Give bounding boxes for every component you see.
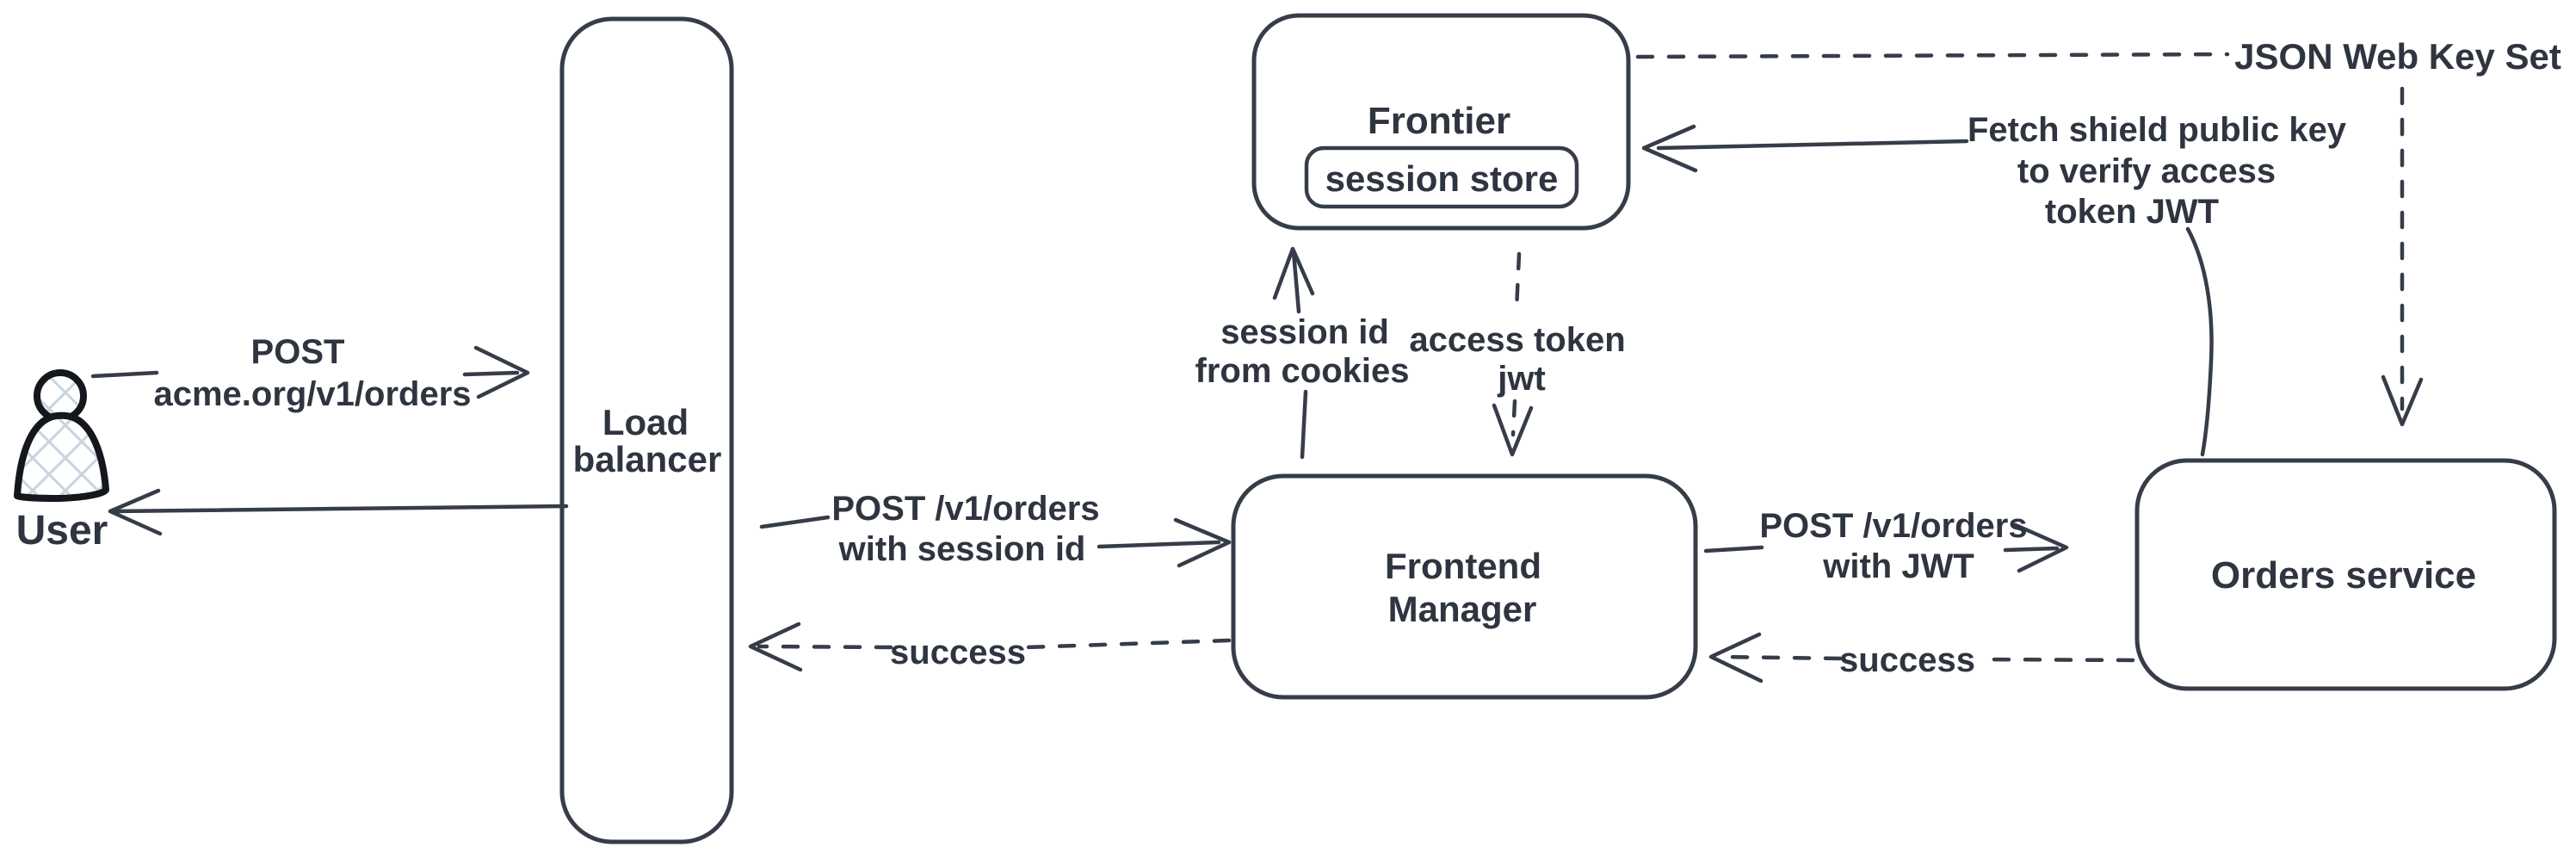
edge-label-fm-to-orders-line2: with JWT bbox=[1822, 547, 1974, 585]
arrowhead-left-icon bbox=[1708, 632, 1764, 683]
frontend-manager-node[interactable]: Frontend Manager bbox=[1231, 473, 1698, 700]
arrow-shaft-dashed bbox=[1977, 657, 2135, 663]
session-store-box[interactable] bbox=[1304, 145, 1579, 209]
frontier-node[interactable]: Frontier session store bbox=[1251, 13, 1631, 231]
edge-label-frontier-to-fm-line1: access token bbox=[1409, 321, 1625, 359]
arrow-shaft bbox=[1096, 540, 1221, 549]
arrow-shaft bbox=[1291, 250, 1301, 314]
arrow-fm-to-frontier[interactable]: session id from cookies bbox=[1195, 246, 1410, 460]
arrow-shaft bbox=[90, 370, 159, 379]
user-label: User bbox=[16, 508, 108, 553]
edge-label-fm-to-frontier-line1: session id bbox=[1220, 313, 1389, 351]
load-balancer-node[interactable]: Load balancer bbox=[559, 16, 734, 844]
user-node[interactable]: User bbox=[14, 369, 109, 553]
arrow-shaft-dashed bbox=[757, 644, 893, 650]
load-balancer-label-line1: Load bbox=[602, 402, 689, 442]
orders-service-node[interactable]: Orders service bbox=[2134, 458, 2557, 691]
arrowhead-right-icon bbox=[473, 345, 530, 399]
edge-frontier-to-jwks[interactable]: JSON Web Key Set bbox=[1635, 36, 2561, 77]
arrow-fm-to-orders[interactable]: POST /v1/orders with JWT bbox=[1703, 507, 2069, 585]
arrow-shaft bbox=[759, 515, 831, 529]
arrowhead-right-icon bbox=[1173, 517, 1232, 568]
arrow-shaft bbox=[2003, 546, 2060, 553]
frontend-manager-label-line2: Manager bbox=[1388, 589, 1537, 629]
session-store-label: session store bbox=[1325, 158, 1559, 199]
arrow-shaft bbox=[1703, 545, 1764, 553]
edge-label-frontier-to-fm-line2: jwt bbox=[1497, 360, 1546, 398]
arrow-lb-to-fm[interactable]: POST /v1/orders with session id bbox=[759, 490, 1232, 568]
frontier-label: Frontier bbox=[1368, 100, 1510, 142]
edge-label-fm-to-orders-line1: POST /v1/orders bbox=[1759, 507, 2027, 545]
frontend-manager-label-line1: Frontend bbox=[1385, 546, 1541, 586]
arrowhead-left-icon bbox=[748, 621, 803, 672]
edge-label-lb-to-fm-line2: with session id bbox=[838, 530, 1086, 568]
edge-label-fm-to-lb-success: success bbox=[890, 634, 1026, 671]
edge-label-fetch-line3: token JWT bbox=[2045, 193, 2219, 231]
arrowhead-left-icon bbox=[108, 488, 163, 536]
arrow-shaft-dashed bbox=[1514, 251, 1522, 312]
load-balancer-label-line2: balancer bbox=[573, 439, 722, 479]
load-balancer-box bbox=[559, 16, 734, 844]
arrow-user-to-lb[interactable]: POST acme.org/v1/orders bbox=[90, 333, 530, 413]
edge-label-user-to-lb-line1: POST bbox=[251, 333, 345, 371]
frontend-manager-box bbox=[1231, 473, 1698, 700]
arrow-shaft-dashed bbox=[1510, 399, 1517, 437]
arrow-jwks-to-orders[interactable] bbox=[2381, 86, 2424, 427]
arrow-lb-to-user[interactable] bbox=[108, 488, 569, 536]
arrowhead-up-icon bbox=[1272, 246, 1315, 300]
arrow-orders-to-frontier[interactable]: Fetch shield public key to verify access… bbox=[1641, 111, 2347, 457]
arrow-shaft bbox=[1656, 139, 1969, 151]
arrowhead-down-icon bbox=[2381, 374, 2424, 427]
edge-label-fm-to-frontier-line2: from cookies bbox=[1195, 352, 1410, 390]
orders-service-box bbox=[2134, 458, 2557, 691]
edge-label-orders-to-fm-success: success bbox=[1839, 641, 1975, 679]
edge-label-user-to-lb-line2: acme.org/v1/orders bbox=[153, 375, 471, 413]
arrow-shaft-dashed bbox=[1023, 638, 1232, 650]
arrowhead-left-icon bbox=[1641, 124, 1698, 173]
orders-service-label: Orders service bbox=[2211, 554, 2476, 597]
arrow-frontier-to-fm[interactable]: access token jwt bbox=[1409, 251, 1626, 457]
arrow-shaft bbox=[462, 370, 520, 377]
arrowhead-down-icon bbox=[1492, 403, 1534, 457]
arrow-shaft-dashed bbox=[1717, 654, 1843, 661]
line-dashed bbox=[1635, 52, 2230, 59]
edge-label-fetch-line1: Fetch shield public key bbox=[1968, 111, 2347, 149]
edge-label-lb-to-fm-line1: POST /v1/orders bbox=[831, 490, 1099, 528]
jwks-label: JSON Web Key Set bbox=[2234, 36, 2561, 77]
arrow-curve bbox=[2185, 226, 2214, 457]
user-body-icon bbox=[14, 411, 109, 502]
arrow-shaft bbox=[109, 504, 569, 514]
arrowhead-right-icon bbox=[2013, 522, 2069, 573]
edge-label-fetch-line2: to verify access bbox=[2017, 152, 2276, 190]
arrow-shaft bbox=[1300, 389, 1308, 460]
arrow-orders-to-fm-success[interactable]: success bbox=[1708, 632, 2135, 683]
arrow-fm-to-lb-success[interactable]: success bbox=[748, 621, 1232, 672]
